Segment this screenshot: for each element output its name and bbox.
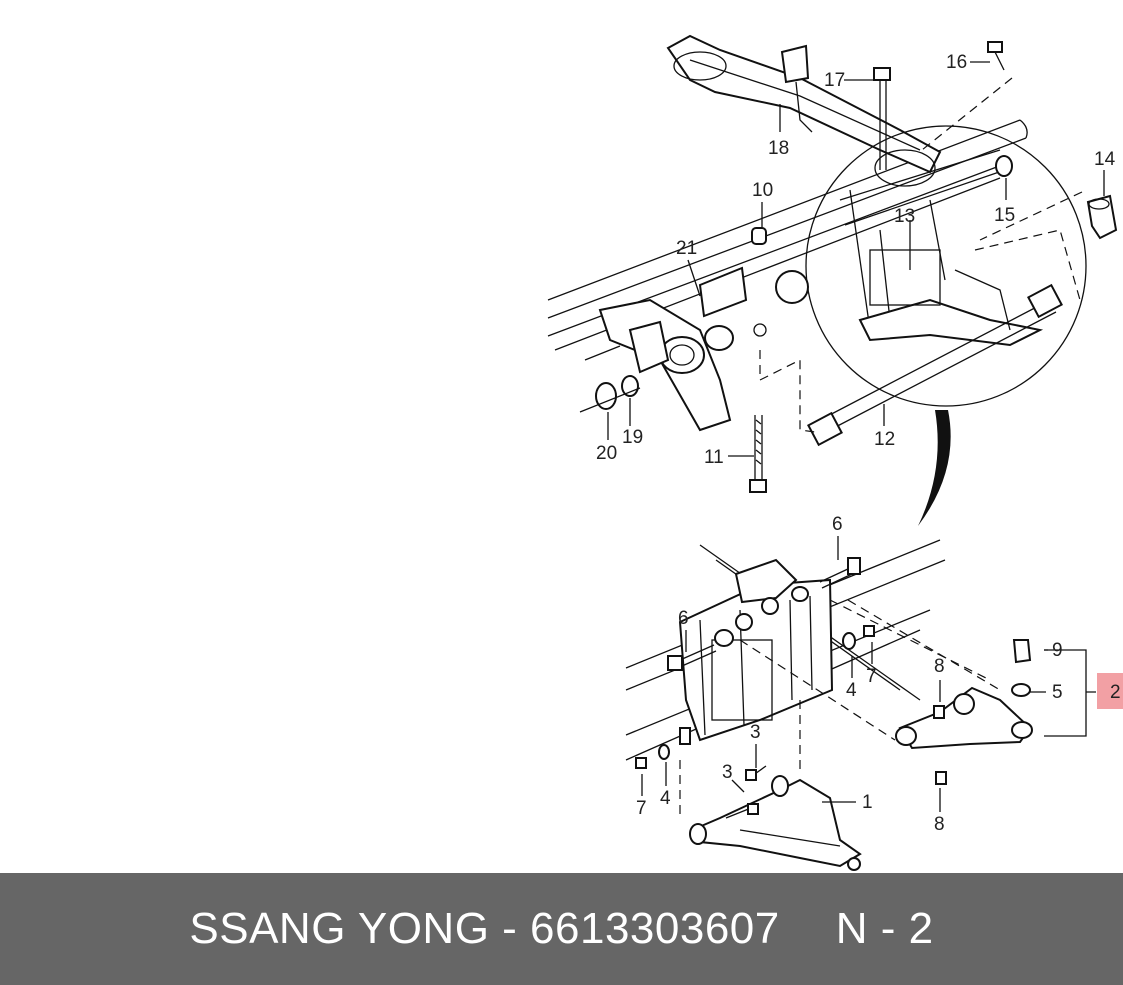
callout-13: 13 — [894, 206, 915, 227]
callout-17: 17 — [824, 70, 845, 91]
callout-11: 11 — [704, 447, 724, 468]
callout-20: 20 — [596, 443, 617, 464]
callout-19: 19 — [622, 427, 643, 448]
callout-10: 10 — [752, 180, 773, 201]
callout-8a: 8 — [934, 656, 945, 677]
callout-3b: 3 — [722, 762, 733, 783]
highlight-box — [1097, 673, 1123, 709]
footer-part-number: SSANG YONG - 6613303607 — [189, 904, 780, 953]
lower-assembly — [625, 539, 1123, 871]
callout-14: 14 — [1094, 149, 1116, 170]
callouts: 1 2 3 3 4 4 5 6 6 7 7 8 8 9 10 11 12 13 … — [596, 52, 1121, 835]
callout-7a: 7 — [866, 666, 877, 687]
footer-bar: SSANG YONG - 6613303607 N - 2 — [0, 873, 1123, 985]
callout-8b: 8 — [934, 814, 945, 835]
callout-1: 1 — [862, 792, 873, 813]
callout-18: 18 — [768, 138, 789, 159]
footer-reference: N - 2 — [835, 904, 934, 953]
callout-4b: 4 — [660, 788, 671, 809]
callout-4a: 4 — [846, 680, 857, 701]
callout-7b: 7 — [636, 798, 647, 819]
callout-9: 9 — [1052, 640, 1063, 661]
callout-12: 12 — [874, 429, 895, 450]
callout-6b: 6 — [678, 608, 689, 629]
callout-15: 15 — [994, 205, 1015, 226]
upper-assembly — [547, 34, 1118, 526]
parts-diagram: 1 2 3 3 4 4 5 6 6 7 7 8 8 9 10 11 12 13 … — [547, 34, 1123, 871]
callout-2: 2 — [1110, 682, 1121, 703]
callout-6a: 6 — [832, 514, 843, 535]
callout-21: 21 — [676, 238, 697, 259]
callout-3a: 3 — [750, 722, 761, 743]
callout-5: 5 — [1052, 682, 1063, 703]
callout-16: 16 — [946, 52, 967, 73]
